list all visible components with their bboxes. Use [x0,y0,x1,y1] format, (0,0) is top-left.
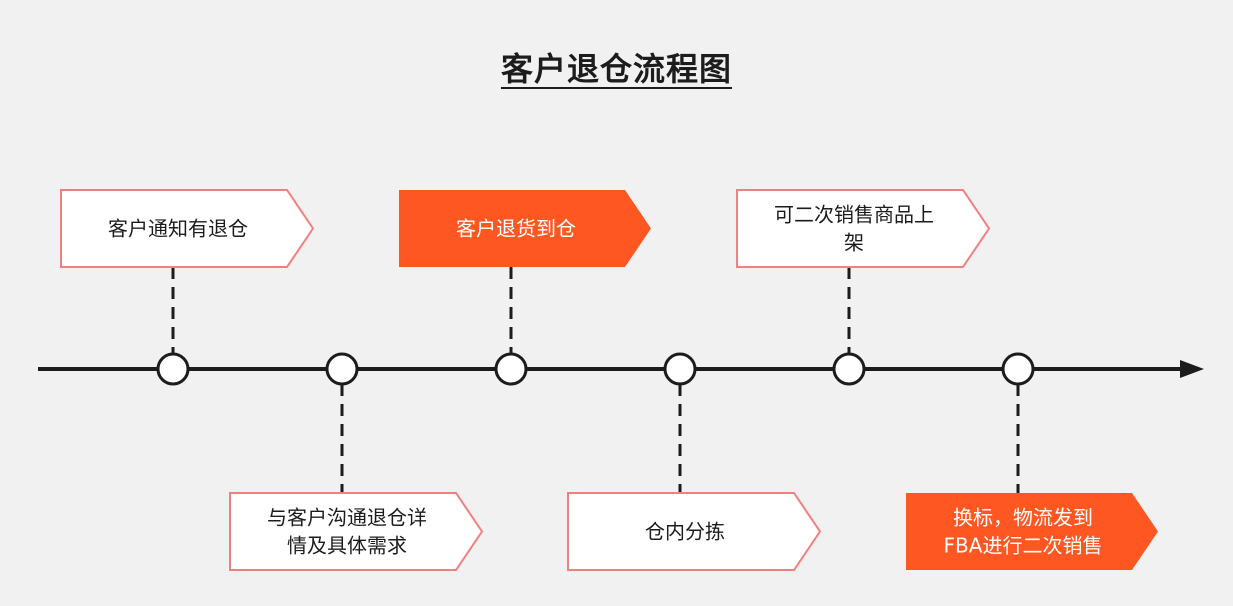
step-box [567,492,822,571]
step-label: 客户通知有退仓 [108,217,248,241]
timeline-node [494,352,528,386]
timeline-node [1001,352,1035,386]
step-box [736,189,991,268]
step-label-line: 与客户沟通退仓详 [267,506,427,530]
timeline-node [832,352,866,386]
step-label: 换标，物流发到 FBA进行二次销售 [944,506,1103,558]
step-label: 可二次销售商品上架 [774,203,934,255]
step-label-line: 客户通知有退仓 [108,217,248,241]
step-label: 仓内分拣 [645,520,725,544]
step-label-line: 仓内分拣 [645,520,725,544]
step-box [60,189,315,268]
step-box-highlighted [399,190,651,267]
timeline-node [663,352,697,386]
timeline-arrowhead [1180,360,1204,378]
step-box [229,492,484,571]
step-label-line: 客户退货到仓 [456,217,576,241]
step-label-line: 架 [844,231,864,255]
timeline-node [156,352,190,386]
step-label-line: 换标，物流发到 [953,506,1093,530]
diagram-title: 客户退仓流程图 [500,50,732,88]
step-label-line: 可二次销售商品上 [774,203,934,227]
step-box-highlighted [906,493,1158,570]
step-label: 与客户沟通退仓详情及具体需求 [267,506,427,558]
step-label: 客户退货到仓 [456,217,576,241]
step-label-line: FBA进行二次销售 [944,534,1103,558]
step-label-line: 情及具体需求 [287,534,407,558]
timeline-node [325,352,359,386]
